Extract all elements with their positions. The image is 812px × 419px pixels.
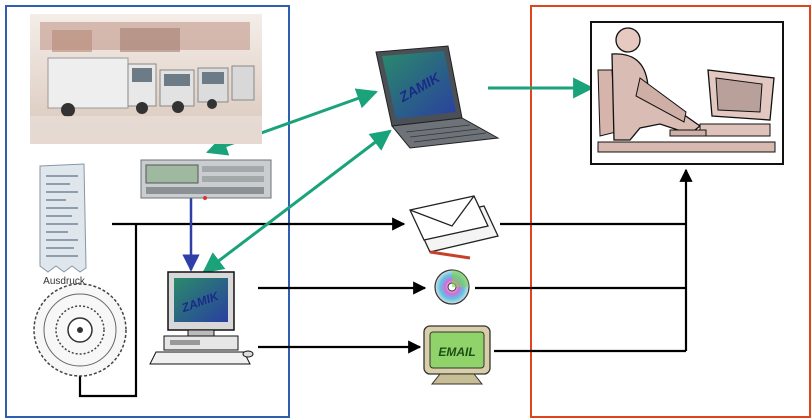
laptop-icon: ZAMIK (375, 45, 500, 149)
tachograph-disc-icon (33, 283, 127, 377)
cd-disc-icon (434, 269, 470, 305)
disc-to-line-connector (78, 224, 138, 398)
printout-strip-icon: Ausdruck (39, 163, 87, 287)
right-group-box (530, 5, 811, 418)
truck-fleet-photo (30, 14, 262, 144)
email-screen-text: EMAIL (438, 345, 475, 359)
person-at-computer-icon (590, 21, 784, 165)
email-monitor-icon: EMAIL (423, 325, 491, 385)
desktop-computer-icon: ZAMIK (149, 271, 254, 365)
tachograph-device-icon (140, 159, 272, 200)
printout-label: Ausdruck (43, 276, 86, 287)
mail-envelopes-icon (409, 195, 499, 260)
desktop-laptop-arrow (202, 129, 392, 274)
